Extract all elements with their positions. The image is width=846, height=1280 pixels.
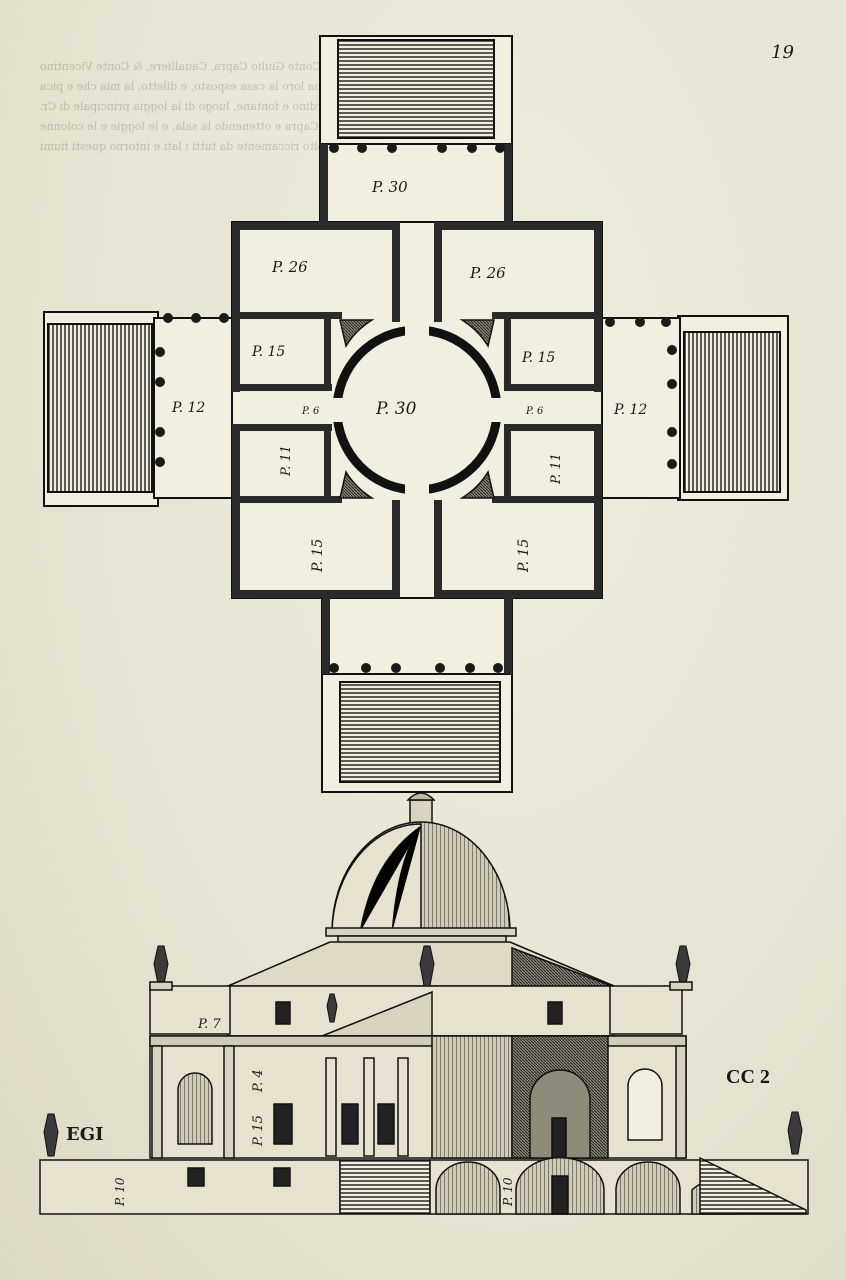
label-top-right-room: P. 26 [469,264,506,282]
label-bottom-left-room: P. 15 [310,539,326,573]
rotunda [332,325,502,495]
label-left-portico: P. 12 [171,400,205,416]
label-cornice-left: P. 7 [197,1017,221,1032]
label-right-upper-small: P. 15 [521,350,555,366]
label-top-portico: P. 30 [371,178,408,196]
label-central-hall: P. 30 [375,399,417,419]
label-wall-left: P. 15 [251,1115,266,1147]
label-right-passage: P. 6 [525,406,544,417]
left-stairs [47,323,153,493]
label-right-lower-small: P. 11 [549,453,564,485]
label-inscription: EGI [66,1124,104,1145]
signature-mark: CC 2 [726,1066,770,1088]
bottom-stairs [339,681,501,783]
right-stairs [683,331,781,493]
label-left-upper-small: P. 15 [251,344,285,360]
floor-plan: P. 30 P. 26 P. 26 P. 15 P. 15 P. 12 P. 1… [43,35,789,793]
label-podium-right: P. 10 [501,1177,515,1207]
label-left-passage: P. 6 [301,406,320,417]
page-number: 19 [771,42,794,63]
label-right-portico: P. 12 [613,402,647,418]
label-wall-left-upper: P. 4 [251,1069,266,1093]
label-podium-left: P. 10 [113,1177,127,1207]
top-stairs [337,39,495,139]
elevation-section: P. 7 P. 15 P. 4 P. 10 P. 10 EGI [39,792,809,1215]
label-left-lower-small: P. 11 [279,445,294,477]
label-top-left-room: P. 26 [271,258,308,276]
label-bottom-right-room: P. 15 [516,539,532,573]
